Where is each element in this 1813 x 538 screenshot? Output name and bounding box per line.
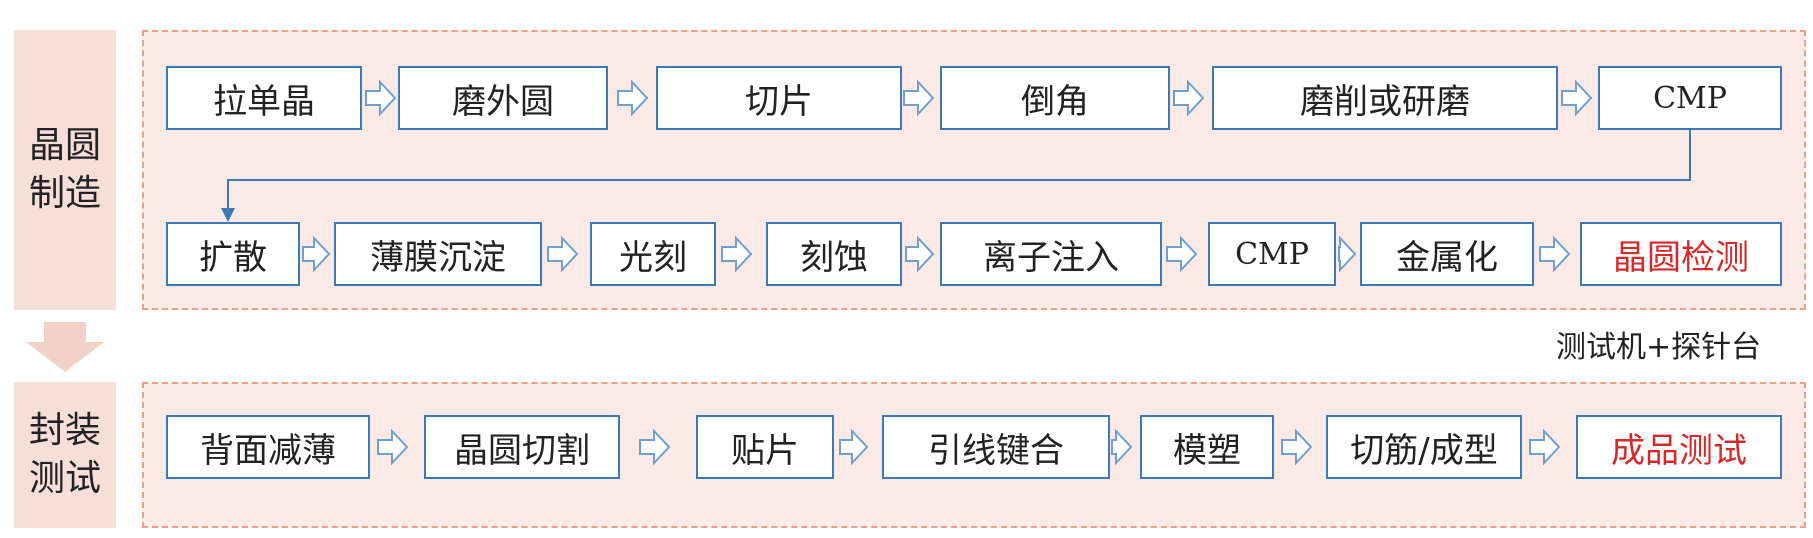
step-box: 刻蚀 bbox=[766, 222, 902, 286]
step-box: 贴片 bbox=[696, 415, 834, 479]
flow-arrow-icon bbox=[617, 79, 649, 117]
flow-arrow-icon bbox=[1561, 79, 1593, 117]
flow-arrow-icon bbox=[639, 428, 671, 466]
step-box: 晶圆切割 bbox=[424, 415, 620, 479]
step-box: 光刻 bbox=[590, 222, 716, 286]
flow-arrow-icon bbox=[1338, 235, 1357, 273]
flow-arrow-icon bbox=[302, 235, 331, 273]
step-box: 切筋/成型 bbox=[1326, 415, 1522, 479]
step-box-highlighted: 晶圆检测 bbox=[1580, 222, 1782, 286]
step-box: 倒角 bbox=[940, 66, 1170, 130]
step-box: 拉单晶 bbox=[166, 66, 362, 130]
flow-arrow-icon bbox=[1173, 79, 1205, 117]
flow-arrow-icon bbox=[903, 79, 935, 117]
step-box: CMP bbox=[1598, 66, 1782, 130]
flow-arrow-icon bbox=[721, 235, 753, 273]
test-equipment-caption: 测试机+探针台 bbox=[1556, 330, 1762, 365]
flow-arrow-icon bbox=[1529, 428, 1561, 466]
step-box: 磨削或研磨 bbox=[1212, 66, 1558, 130]
step-box: 模塑 bbox=[1140, 415, 1274, 479]
flow-arrow-icon bbox=[365, 79, 397, 117]
step-box: 离子注入 bbox=[940, 222, 1162, 286]
step-box: 金属化 bbox=[1360, 222, 1534, 286]
step-box: 切片 bbox=[656, 66, 902, 130]
flow-arrow-icon bbox=[839, 428, 869, 466]
step-box: 薄膜沉淀 bbox=[334, 222, 542, 286]
flow-arrow-icon bbox=[1539, 235, 1571, 273]
flow-arrow-icon bbox=[1281, 428, 1313, 466]
flow-arrow-icon bbox=[1111, 428, 1133, 466]
stage-label-packaging-text: 封装测试 bbox=[28, 410, 101, 499]
flow-arrow-icon bbox=[377, 428, 409, 466]
stage-label-packaging: 封装测试 bbox=[14, 382, 116, 528]
flow-arrow-icon bbox=[1166, 235, 1198, 273]
stage-label-wafer-text: 晶圆制造 bbox=[28, 125, 101, 214]
step-box: 背面减薄 bbox=[166, 415, 370, 479]
step-box: 磨外圆 bbox=[398, 66, 608, 130]
step-box: 引线键合 bbox=[882, 415, 1110, 479]
flow-arrow-icon bbox=[547, 235, 579, 273]
stage-label-wafer: 晶圆制造 bbox=[14, 30, 116, 310]
step-box: CMP bbox=[1208, 222, 1336, 286]
step-box: 扩散 bbox=[166, 222, 300, 286]
step-box-highlighted: 成品测试 bbox=[1576, 415, 1782, 479]
flow-arrow-icon bbox=[905, 235, 935, 273]
